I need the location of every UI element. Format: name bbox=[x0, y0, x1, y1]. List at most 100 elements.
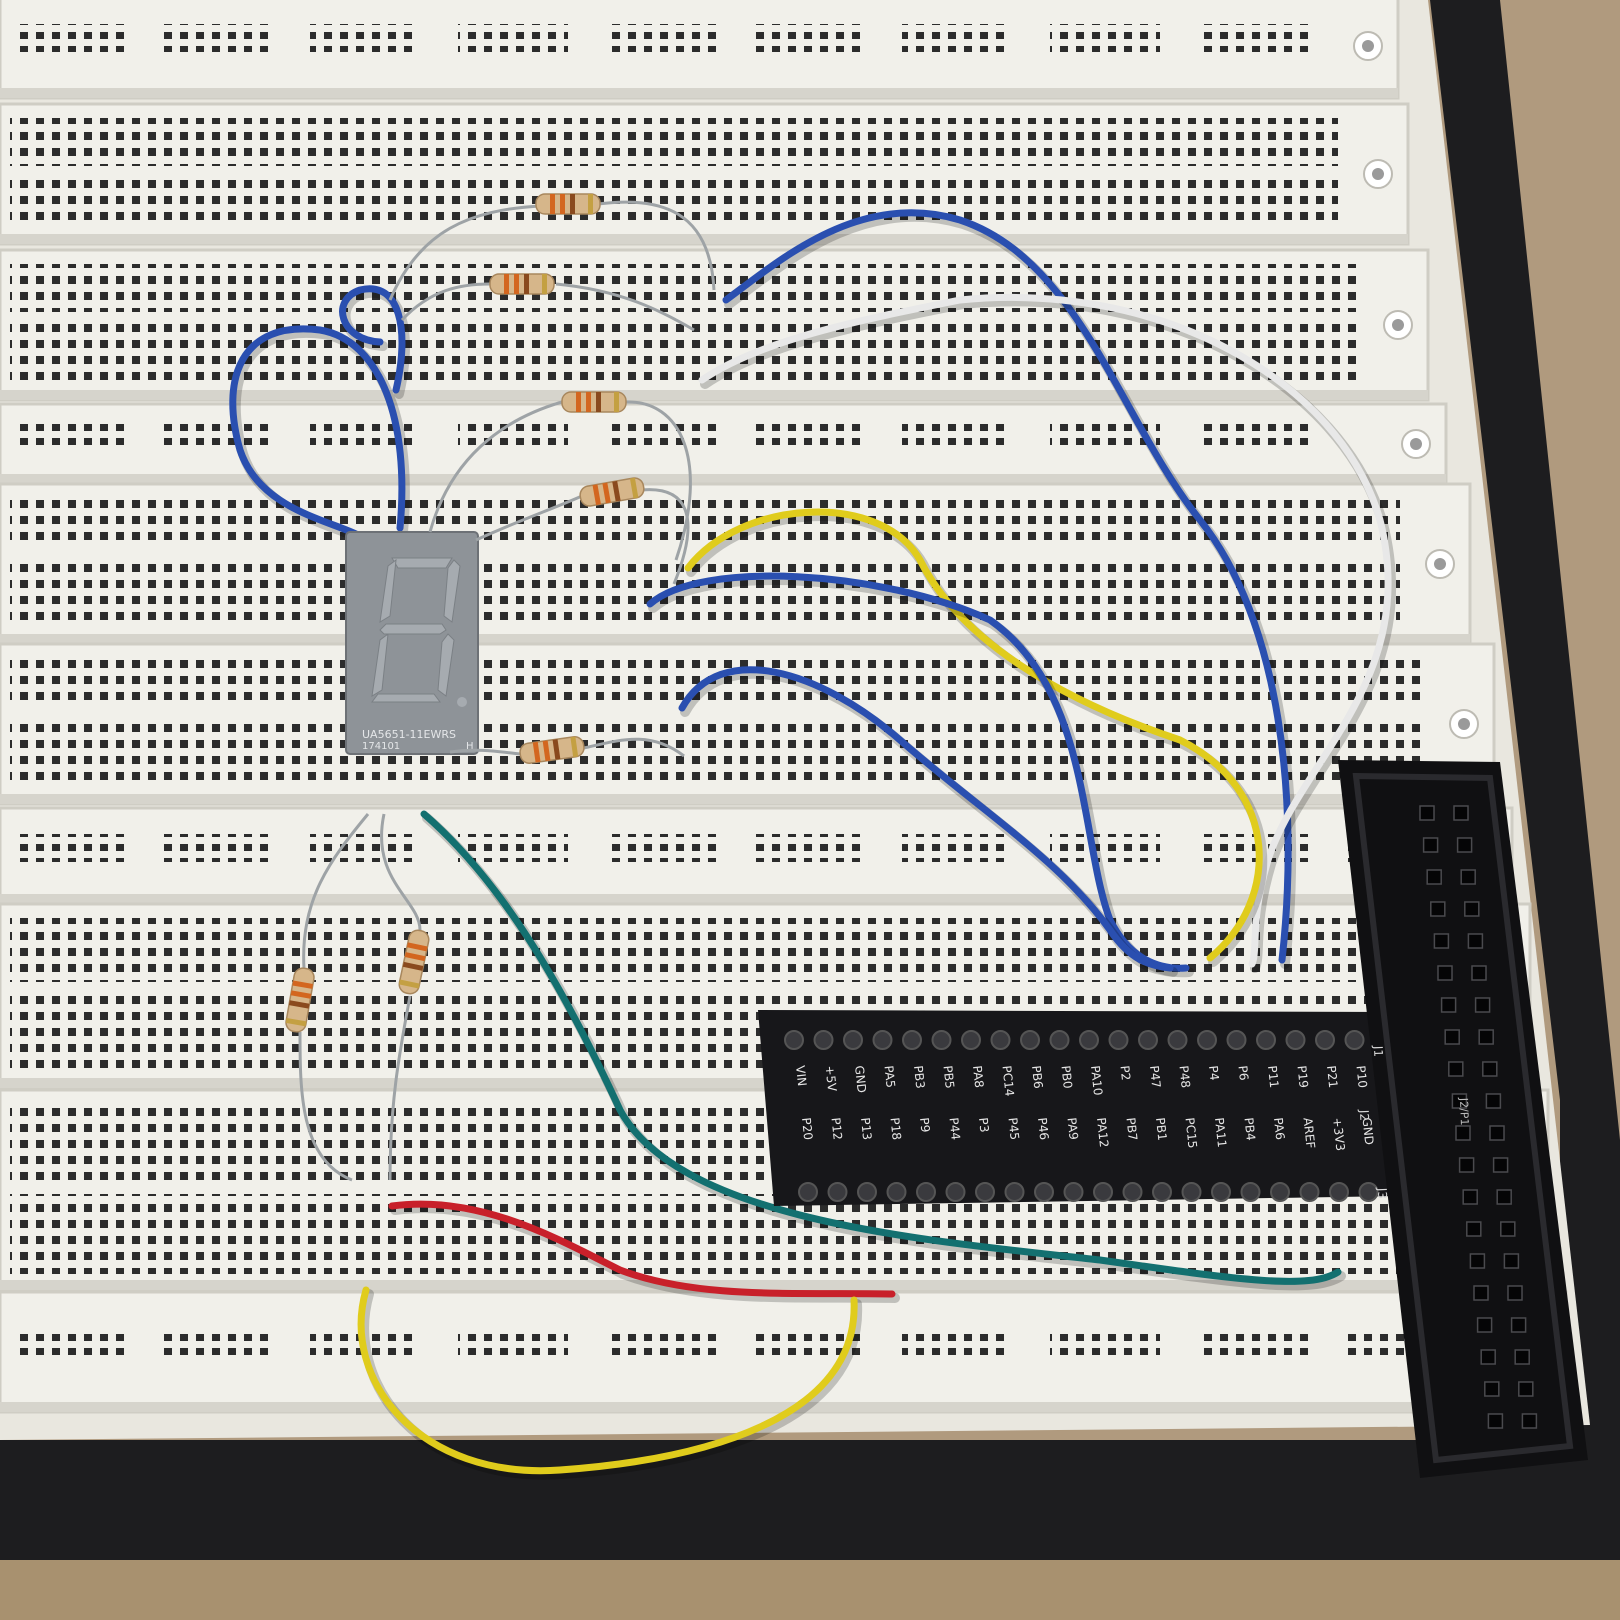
header-pin bbox=[1063, 1182, 1084, 1202]
shield-pin-label: P2 bbox=[1118, 1065, 1133, 1081]
header-pin bbox=[1256, 1030, 1276, 1050]
shield-pin-label: PA9 bbox=[1065, 1117, 1081, 1141]
connector-pin-hole bbox=[1503, 1253, 1520, 1269]
connector-pin-hole bbox=[1521, 1413, 1538, 1429]
header-pin bbox=[975, 1182, 995, 1202]
header-pin bbox=[961, 1030, 981, 1050]
connector-pin-hole bbox=[1440, 997, 1457, 1013]
shield-pin-label: P6 bbox=[1236, 1065, 1251, 1081]
connector-pin-hole bbox=[1489, 1125, 1505, 1141]
resistor-lead bbox=[380, 813, 422, 1181]
header-pin bbox=[798, 1182, 818, 1202]
shield-pin-label: P11 bbox=[1265, 1065, 1281, 1089]
resistor-lead bbox=[449, 737, 685, 758]
shield-pin-label: VIN bbox=[793, 1065, 809, 1087]
wire-blue-loop-2 bbox=[339, 285, 406, 394]
connector-pin-hole bbox=[1469, 1253, 1486, 1269]
header-pin bbox=[1211, 1182, 1231, 1202]
display-lot-code: 174101 bbox=[362, 741, 400, 752]
display-part-number: UA5651-11EWRS bbox=[362, 728, 456, 741]
connector-pin-hole bbox=[1419, 805, 1435, 821]
header-pin bbox=[1152, 1182, 1172, 1202]
resistor-lead bbox=[428, 400, 692, 561]
shield-pin-label: P3 bbox=[976, 1117, 991, 1133]
resistor bbox=[561, 391, 627, 413]
shield-pin-label: P10 bbox=[1354, 1065, 1370, 1089]
header-pin bbox=[1270, 1182, 1290, 1202]
header-pin bbox=[931, 1030, 952, 1050]
shield-pin-label: P12 bbox=[829, 1117, 845, 1141]
header-pin bbox=[1344, 1030, 1365, 1050]
resistor-lead bbox=[298, 813, 370, 1182]
shield-pin-label: P46 bbox=[1035, 1117, 1051, 1141]
shield-pin-label: PB3 bbox=[911, 1065, 927, 1089]
wire-yellow-bottom bbox=[357, 1286, 858, 1475]
header-pin bbox=[1138, 1030, 1158, 1050]
wires bbox=[229, 209, 1397, 1480]
shield-pin-label: P4 bbox=[1206, 1065, 1221, 1081]
connector-pin-hole bbox=[1496, 1189, 1512, 1205]
shield-pin-label: PB0 bbox=[1059, 1065, 1075, 1089]
shield-pin-label: P18 bbox=[888, 1117, 904, 1141]
shield-pin-label: P19 bbox=[1295, 1065, 1311, 1089]
header-pin bbox=[1167, 1030, 1188, 1050]
segment-f-icon bbox=[379, 558, 397, 623]
connector-pin-hole bbox=[1466, 1221, 1482, 1237]
connector-pin-hole bbox=[1474, 997, 1491, 1013]
connector-pin-hole bbox=[1453, 805, 1469, 821]
seven-segment-display: UA5651-11EWRS 174101 H bbox=[345, 531, 479, 755]
header-connector bbox=[1338, 760, 1588, 1478]
shield-pin-label: PB1 bbox=[1153, 1117, 1169, 1141]
wire-white bbox=[698, 293, 1392, 968]
connector-pin-hole bbox=[1514, 1349, 1530, 1365]
connector-label-j1: J1 bbox=[1371, 1045, 1385, 1058]
header-pin bbox=[843, 1030, 863, 1050]
connector-pin-hole bbox=[1510, 1317, 1527, 1333]
connector-pin-hole bbox=[1492, 1157, 1509, 1173]
header-pin bbox=[990, 1030, 1011, 1050]
shield-pin-label: P20 bbox=[799, 1117, 815, 1141]
connector-pin-hole bbox=[1480, 1349, 1496, 1365]
header-pin bbox=[827, 1182, 848, 1202]
shield-pin-label: P13 bbox=[858, 1117, 874, 1141]
header-pin bbox=[1034, 1182, 1054, 1202]
connector-pin-hole bbox=[1482, 1061, 1498, 1077]
connector-pin-hole bbox=[1448, 1061, 1464, 1077]
resistor bbox=[579, 477, 645, 507]
shield-pin-label: PB6 bbox=[1029, 1065, 1045, 1089]
shield-pin-label: PA8 bbox=[970, 1065, 986, 1089]
header-pin bbox=[945, 1182, 966, 1202]
shield-pin-label: PA6 bbox=[1271, 1117, 1287, 1141]
resistor bbox=[535, 193, 601, 215]
shield-pin-label: P47 bbox=[1147, 1065, 1163, 1089]
connector-pin-hole bbox=[1473, 1285, 1489, 1301]
wire-blue-top bbox=[722, 209, 1292, 964]
connector-pin-hole bbox=[1444, 1029, 1460, 1045]
shield-pcb bbox=[758, 1010, 1400, 1206]
segment-d-icon bbox=[371, 693, 441, 703]
connector-pin-hole bbox=[1422, 837, 1439, 853]
connector-pin-hole bbox=[1430, 901, 1446, 917]
shield-pin-label: PB4 bbox=[1242, 1117, 1258, 1141]
header-connector-rim bbox=[1352, 772, 1574, 1464]
shield-pin-label: GND bbox=[852, 1065, 869, 1094]
shield-pin-label: P9 bbox=[917, 1117, 932, 1133]
connector-pin-hole bbox=[1462, 1189, 1478, 1205]
connector-pin-hole bbox=[1518, 1381, 1534, 1397]
header-pin bbox=[872, 1030, 893, 1050]
wire-teal bbox=[420, 810, 1342, 1285]
segment-c-icon bbox=[437, 633, 455, 697]
shield-pin-label: PB5 bbox=[941, 1065, 957, 1089]
resistor bbox=[398, 929, 430, 995]
power-rail-strip bbox=[0, 402, 1448, 486]
header-pin bbox=[784, 1030, 804, 1050]
connector-label-j3: J3 bbox=[1375, 1187, 1389, 1200]
header-pin bbox=[1122, 1182, 1143, 1202]
shield-pin-label: P21 bbox=[1324, 1065, 1340, 1089]
segment-e-icon bbox=[371, 632, 389, 697]
shield-pin-label: PA12 bbox=[1094, 1117, 1111, 1148]
connector-pin-hole bbox=[1458, 1157, 1475, 1173]
